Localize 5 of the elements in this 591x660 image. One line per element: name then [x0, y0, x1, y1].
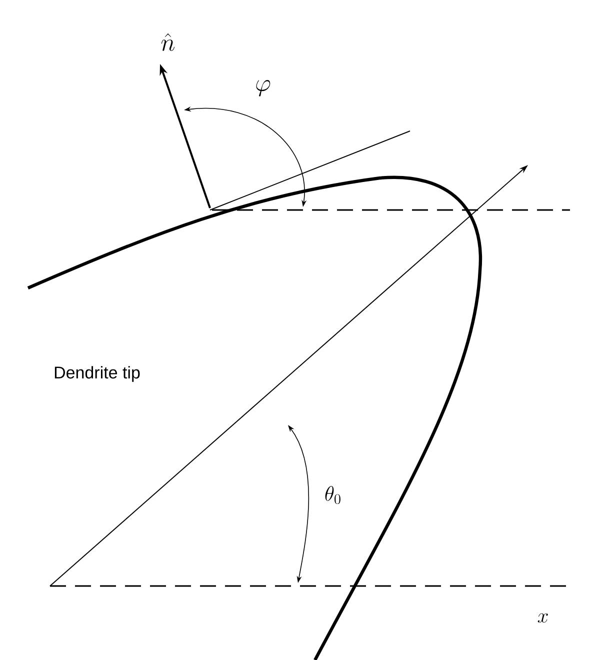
symbol-label: $\theta_0$	[325, 486, 340, 504]
symbol-label: $x$	[538, 613, 548, 623]
symbol-label: $\hat{n}$	[161, 33, 175, 51]
text-label: Dendrite tip	[54, 366, 140, 382]
symbol-label: $\varphi$	[256, 80, 270, 96]
